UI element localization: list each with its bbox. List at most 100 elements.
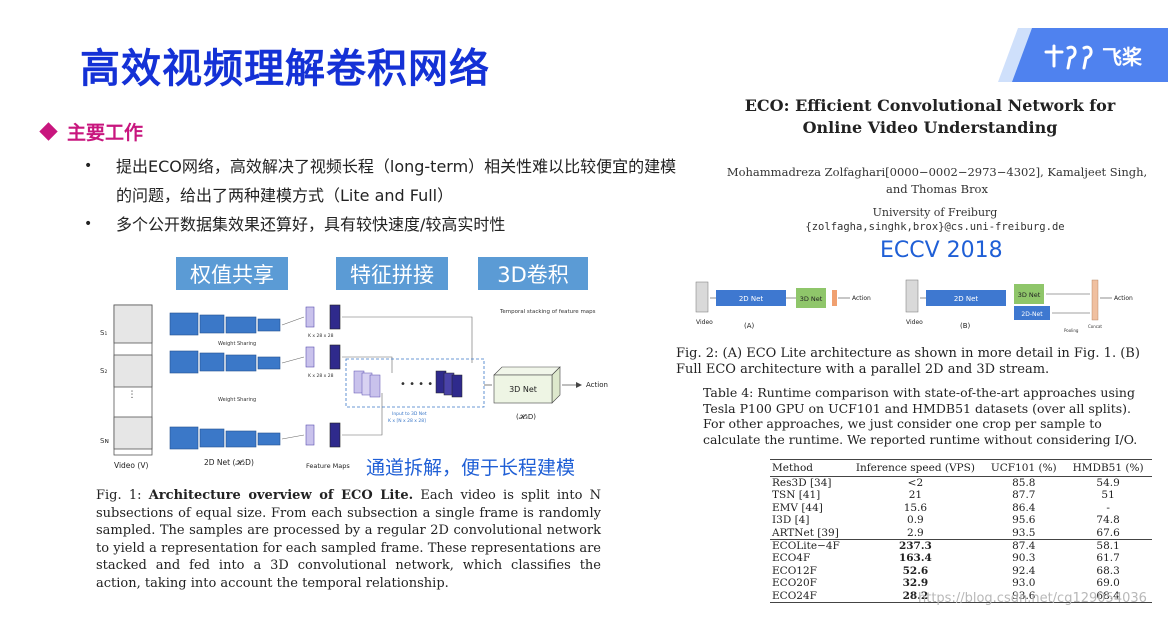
table-cell: 87.4	[982, 539, 1065, 553]
diamond-bullet-icon	[39, 122, 58, 141]
table-cell: 28.2	[847, 589, 983, 604]
svg-text:2D-Net: 2D-Net	[1021, 311, 1043, 318]
fig2-net2d-small	[1014, 306, 1050, 320]
net2d-label: 2D Net (𝓗₂D)	[204, 458, 254, 467]
logo-text: 飞桨	[1102, 45, 1143, 69]
table-cell: 237.3	[847, 539, 983, 553]
section-heading-text: 主要工作	[67, 122, 144, 144]
net3d-sub: (𝓗₃D)	[516, 413, 536, 421]
fig2-label-b: (B)	[960, 322, 971, 330]
slide-title: 高效视频理解卷积网络	[80, 46, 490, 92]
fig2-caption: Fig. 2: (A) ECO Lite architecture as sho…	[676, 346, 1140, 377]
table-cell: 74.8	[1096, 514, 1120, 527]
paper-title-line: ECO: Efficient Convolutional Network for	[744, 96, 1116, 115]
stacked-feature-maps: • • • •	[353, 370, 463, 398]
runtime-table: Method Inference speed (VPS) UCF101 (%) …	[770, 459, 1152, 604]
table-cell: 93.6	[982, 589, 1065, 604]
table-cell: 92.4	[1012, 564, 1036, 577]
fig1-caption-label: Fig. 1:	[96, 488, 142, 503]
fmap-size-label: K x 28 x 28	[308, 373, 334, 379]
svg-text:2D Net: 2D Net	[954, 295, 979, 303]
table-header-row: Method Inference speed (VPS) UCF101 (%) …	[770, 459, 1152, 477]
svg-text:⋮: ⋮	[128, 390, 137, 400]
table-header-cell: Inference speed (VPS)	[847, 459, 983, 477]
fmap-size-label: K x 28 x 28	[308, 333, 334, 339]
bullet-item: • 提出ECO网络，高效解决了视频长程（long-term）相关性难以比较便宜的…	[84, 152, 684, 210]
watermark-url: https://blog.csdn.net/cg129054036	[918, 591, 1147, 606]
fig1-caption-text: Each video is split into N subsections o…	[96, 488, 601, 591]
table-header-cell: UCF101 (%)	[982, 459, 1065, 477]
net2d-blocks	[169, 312, 281, 450]
fig2-action-label: Action	[1114, 295, 1133, 302]
table-cell: 87.7	[1012, 489, 1036, 502]
table-header-cell: Method	[770, 459, 848, 477]
table-cell: ECO12F	[772, 564, 817, 577]
table-cell: 51	[1101, 489, 1115, 502]
fig2-net2d-b	[926, 290, 1006, 306]
bullet-text: 提出ECO网络，高效解决了视频长程（long-term）相关性难以比较便宜的建模…	[116, 157, 677, 205]
bullet-item: • 多个公开数据集效果还算好，具有较快速度/较高实时性	[84, 210, 684, 239]
feature-maps	[305, 304, 341, 448]
table-cell: 15.6	[903, 501, 928, 514]
table-cell: 90.3	[1012, 552, 1036, 565]
fig1-caption-bold: Architecture overview of ECO Lite.	[148, 488, 414, 503]
channel-note: 通道拆解，便于长程建模	[366, 457, 576, 479]
table-header-cell: HMDB51 (%)	[1064, 459, 1152, 477]
weight-sharing-label: Weight Sharing	[218, 341, 256, 347]
table-cell: -	[1106, 501, 1110, 514]
table4-caption: Table 4: Runtime comparison with state-o…	[703, 385, 1138, 447]
svg-text:3D Net: 3D Net	[800, 295, 823, 303]
fig2-pooling-label: Pooling	[1064, 328, 1079, 333]
table-cell: 2.9	[907, 526, 924, 539]
paper-title-line: Online Video Understanding	[802, 118, 1058, 137]
venue-label: ECCV 2018	[880, 238, 1003, 263]
table-cell: 61.7	[1096, 552, 1120, 565]
table-cell: 93.5	[1012, 526, 1036, 539]
net3d-label: 3D Net	[509, 385, 537, 394]
table-cell: 85.8	[1012, 477, 1036, 489]
table-cell: 163.4	[898, 552, 932, 565]
feature-maps-label: Feature Maps	[306, 462, 350, 470]
bullet-dot-icon: •	[84, 216, 93, 232]
affiliation-emails: {zolfagha,singhk,brox}@cs.uni-freiburg.d…	[805, 221, 1065, 233]
section-heading: 主要工作	[39, 118, 144, 145]
fig2-video-label: Video	[906, 319, 923, 326]
net3d-box	[493, 374, 553, 404]
table-cell: ECOLite−4F	[770, 539, 848, 553]
table-cell: 68.3	[1096, 564, 1120, 577]
bullet-text: 多个公开数据集效果还算好，具有较快速度/较高实时性	[116, 215, 506, 234]
bullet-dot-icon: •	[84, 158, 93, 174]
table-cell: 67.6	[1096, 526, 1120, 539]
tag-3d-conv: 3D卷积	[478, 257, 588, 290]
paper-authors: Mohammadreza Zolfaghari[0000−0002−2973−4…	[726, 165, 1148, 196]
table-cell: 32.9	[902, 577, 929, 590]
table-cell: I3D [4]	[772, 514, 810, 527]
tag-weight-sharing: 权值共享	[176, 257, 288, 290]
fig2-net3d-b	[1014, 284, 1044, 304]
affiliation-name: University of Freiburg	[872, 206, 998, 219]
table-cell: <2	[907, 477, 924, 489]
table-cell: ECO20F	[772, 577, 817, 590]
eco-lite-architecture-diagram: ⋮ S₁ S₂ Sɴ Video (V) Weight Sharing Weig…	[100, 304, 608, 470]
fig2-concat-label: Concat	[1088, 324, 1102, 329]
weight-sharing-label: Weight Sharing	[218, 397, 256, 403]
input-note: Input to 3D Net	[392, 411, 427, 417]
segment-label: S₁	[100, 329, 107, 337]
video-label: Video (V)	[114, 461, 148, 470]
table-cell: 93.0	[1012, 577, 1036, 590]
paper-title: ECO: Efficient Convolutional Network for…	[690, 95, 1168, 139]
table-cell: 86.4	[1012, 501, 1036, 514]
fig2-net2d-a	[716, 290, 786, 306]
paddle-logo: 飞桨	[998, 28, 1168, 82]
table-cell: 58.1	[1064, 539, 1152, 553]
action-label: Action	[586, 381, 608, 389]
table-cell: 68.4	[1064, 589, 1152, 604]
